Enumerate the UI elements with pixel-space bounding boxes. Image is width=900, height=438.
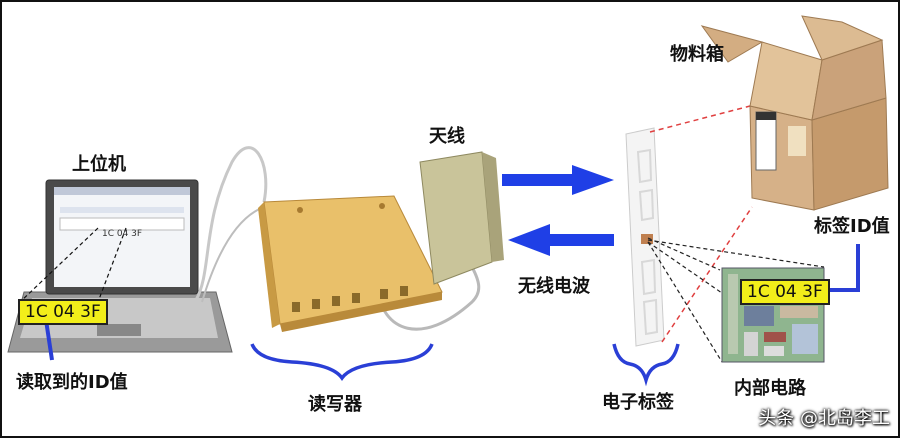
- usb-cable: [194, 146, 268, 301]
- arrow-left: [508, 224, 614, 256]
- read-id-label: 读取到的ID值: [16, 372, 128, 393]
- antenna-cable: [375, 266, 481, 331]
- arrow-right: [502, 165, 614, 195]
- reader-brace: [250, 343, 434, 382]
- tag-brace: [612, 343, 680, 387]
- watermark: 头条 @北岛李工: [758, 408, 890, 429]
- radio-wave-label: 无线电波: [518, 276, 590, 297]
- antenna-illustration: [419, 151, 504, 285]
- tag-id-value-label: 标签ID值: [814, 216, 890, 237]
- box-label: 物料箱: [670, 44, 724, 65]
- host-label: 上位机: [72, 154, 126, 175]
- tag-illustration: [625, 127, 665, 347]
- read-id-pointer: [44, 319, 54, 361]
- laptop-illustration: [7, 179, 233, 353]
- reader-illustration: [258, 195, 443, 332]
- circuit-id-box: 1C 04 3F: [740, 279, 830, 305]
- screen-id-text: 1C 04 3F: [102, 229, 143, 239]
- tag-box-line-bottom: [661, 206, 753, 343]
- tag-id-pointer: [824, 244, 860, 292]
- laptop-id-box: 1C 04 3F: [18, 299, 108, 325]
- box-tag-label: [755, 111, 777, 171]
- tag-label: 电子标签: [602, 392, 674, 413]
- tag-box-line-top: [649, 105, 751, 133]
- reader-label: 读写器: [308, 394, 362, 415]
- box-illustration: [700, 15, 889, 211]
- circuit-label: 内部电路: [734, 378, 806, 399]
- antenna-label: 天线: [429, 126, 465, 147]
